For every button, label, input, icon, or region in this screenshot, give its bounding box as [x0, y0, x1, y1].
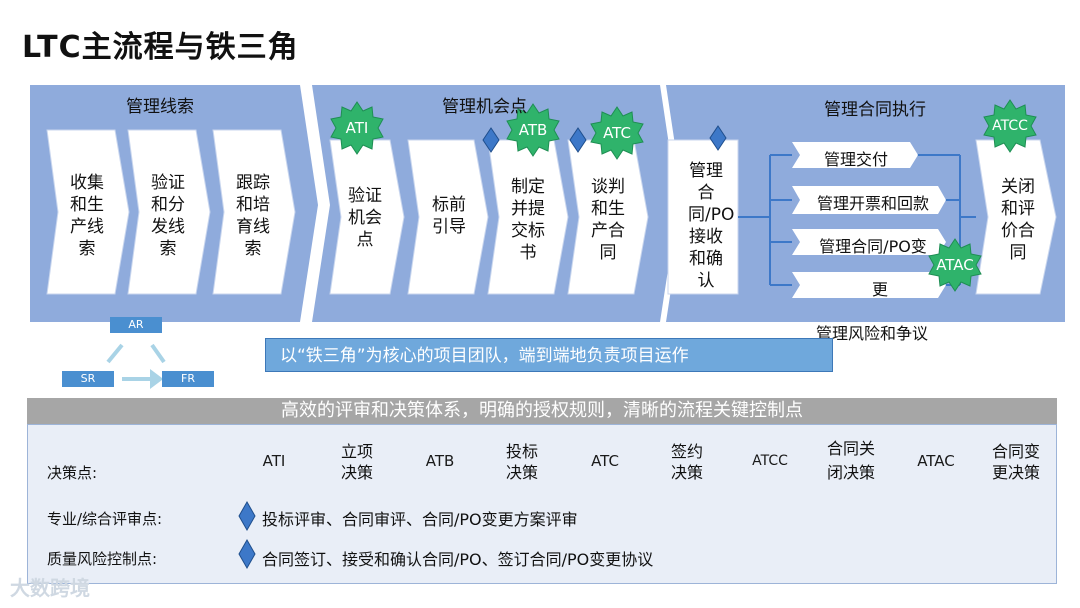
step-close-contract: 关闭和评价合同	[1001, 177, 1035, 263]
watermark: 大数跨境	[10, 576, 90, 600]
sub-item-box	[792, 142, 918, 168]
step-negotiate-contract: 谈判和生产合同	[591, 177, 625, 263]
step-chevron	[212, 129, 296, 295]
sub-item-box	[792, 186, 946, 214]
sub-item-billing: 管理开票和回款	[816, 194, 929, 213]
decision-text-atc: 签约决策	[670, 442, 703, 482]
step-pre-bid-guidance: 标前引导	[432, 195, 466, 237]
control-points-panel	[27, 424, 1057, 584]
decision-text-atcc: 合同关闭决策	[826, 439, 875, 482]
diamond-icon	[238, 500, 256, 532]
triangle-node-ar: AR	[110, 317, 162, 333]
decision-star-atc: ATC	[591, 452, 619, 470]
step-verify-leads: 验证和分发线索	[151, 173, 185, 259]
decision-text-ati: 立项决策	[340, 442, 373, 482]
phase-label-contract: 管理合同执行	[824, 100, 926, 120]
star-label-atac: ATAC	[936, 256, 974, 274]
page-title: LTC主流程与铁三角	[22, 30, 299, 65]
decision-text-atb: 投标决策	[505, 442, 538, 482]
sub-item-contract-change: 管理合同/PO变	[819, 237, 927, 256]
quality-points-label: 质量风险控制点:	[47, 550, 158, 568]
step-collect-leads: 收集和生产线索	[70, 173, 104, 259]
step-track-leads: 跟踪和培育线索	[236, 173, 270, 259]
decision-points-label: 决策点:	[47, 464, 98, 482]
decision-star-ati: ATI	[262, 452, 286, 470]
governance-bar: 高效的评审和决策体系，明确的授权规则，清晰的流程关键控制点	[27, 398, 1057, 424]
triangle-node-sr: SR	[62, 371, 114, 387]
triangle-arrows	[106, 343, 166, 389]
decision-star-atac: ATAC	[917, 452, 955, 470]
control-diamonds	[238, 500, 256, 570]
phase-label-opportunity: 管理机会点	[442, 97, 527, 117]
review-points-label: 专业/综合评审点:	[47, 510, 163, 528]
sub-item-delivery: 管理交付	[823, 150, 888, 169]
step-manage-contract-po: 管理合同/PO接收和确认	[688, 161, 735, 291]
sub-item-contract-change-cont: 更	[871, 280, 888, 299]
star-label-ati: ATI	[345, 119, 369, 137]
step-chevron	[127, 129, 211, 295]
sub-item-risk: 管理风险和争议	[816, 324, 929, 343]
step-chevron	[975, 139, 1057, 295]
diamond-icon	[482, 127, 500, 153]
diamond-icon	[238, 538, 256, 570]
star-label-atcc: ATCC	[992, 118, 1028, 134]
triangle-node-fr: FR	[162, 371, 214, 387]
diamond-icon	[709, 125, 727, 151]
step-verify-opportunity: 验证机会点	[348, 186, 382, 250]
step-chevron	[407, 139, 489, 295]
step-chevron	[46, 129, 130, 295]
step-prepare-bid: 制定并提交标书	[511, 177, 545, 263]
sub-item-box	[792, 229, 946, 255]
step-chevron	[329, 139, 405, 295]
decision-text-atac: 合同变更决策	[991, 442, 1040, 482]
diamond-icon	[569, 127, 587, 153]
phase-label-leads: 管理线索	[126, 97, 194, 117]
decision-star-atb: ATB	[425, 452, 455, 470]
star-label-atc: ATC	[603, 124, 631, 142]
decision-star-atcc: ATCC	[752, 453, 788, 469]
sub-item-box	[792, 272, 946, 298]
iron-triangle-banner: 以“铁三角”为核心的项目团队，端到端地负责项目运作	[265, 338, 833, 372]
review-points-text: 投标评审、合同审评、合同/PO变更方案评审	[262, 510, 578, 529]
quality-points-text: 合同签订、接受和确认合同/PO、签订合同/PO变更协议	[262, 550, 654, 569]
star-label-atb: ATB	[518, 121, 548, 139]
